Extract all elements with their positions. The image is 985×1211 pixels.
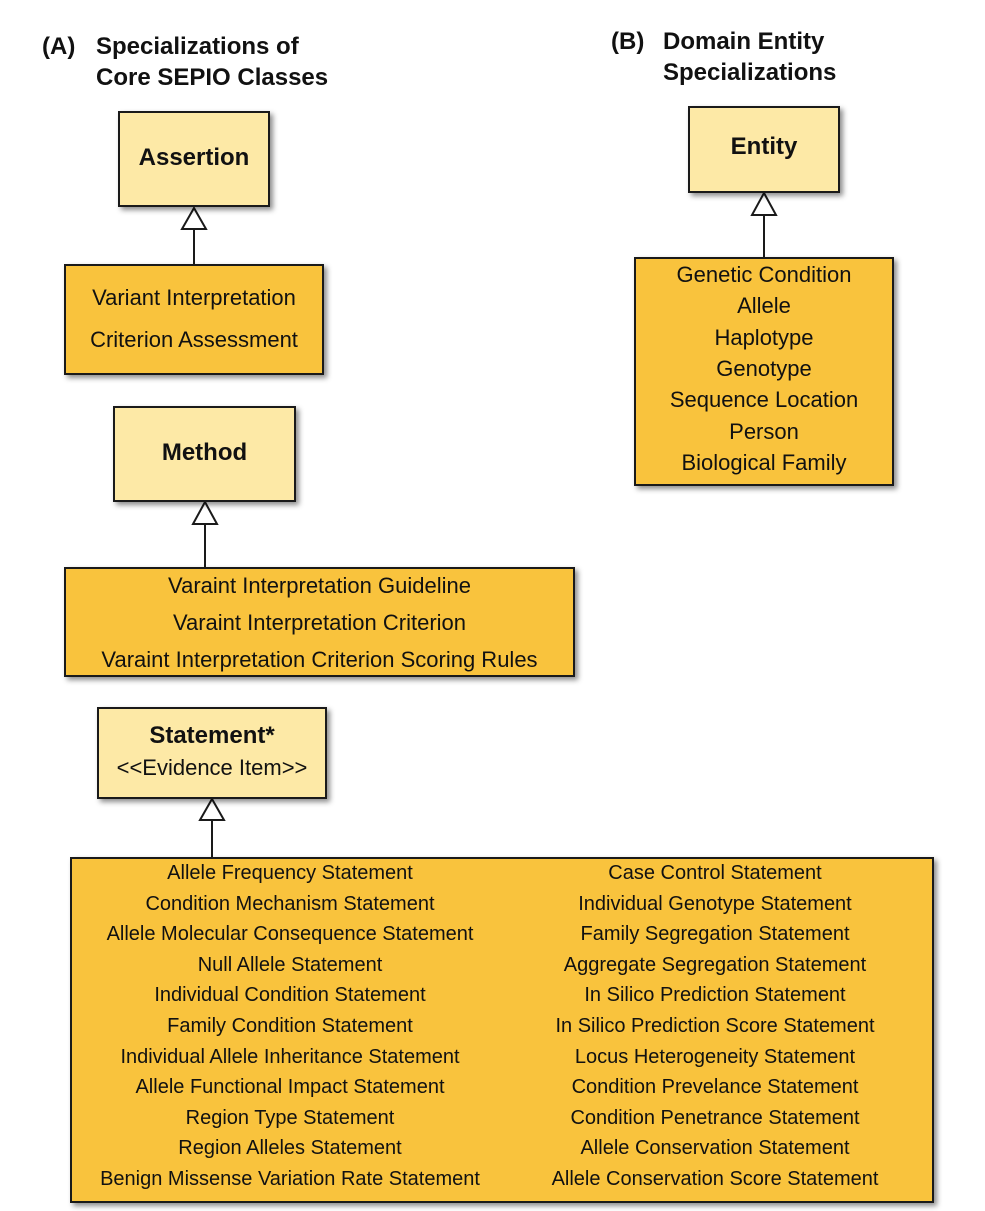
statement-subclass: Condition Mechanism Statement bbox=[145, 893, 435, 915]
section-a-title-line1: Specializations of bbox=[96, 33, 299, 60]
entity-arrowhead bbox=[750, 190, 778, 216]
entity-subclass: Genetic Condition bbox=[676, 262, 852, 287]
statement-subclass: Condition Penetrance Statement bbox=[570, 1107, 860, 1129]
assertion-subclass: Criterion Assessment bbox=[90, 327, 298, 352]
entity-subclasses-box: Genetic Condition Allele Haplotype Genot… bbox=[634, 257, 894, 486]
statement-subclass: Individual Allele Inheritance Statement bbox=[120, 1046, 460, 1068]
entity-subclass: Haplotype bbox=[714, 325, 814, 350]
statement-subclass: Individual Genotype Statement bbox=[578, 893, 852, 915]
entity-subclass: Biological Family bbox=[681, 450, 847, 475]
entity-subclass: Genotype bbox=[716, 356, 812, 381]
method-title: Method bbox=[161, 439, 248, 466]
entity-class-box: Entity bbox=[688, 106, 840, 193]
method-subclass: Varaint Interpretation Criterion Scoring… bbox=[101, 647, 538, 672]
method-subclass: Varaint Interpretation Guideline bbox=[168, 573, 471, 598]
statement-subclass: Allele Conservation Score Statement bbox=[551, 1168, 879, 1190]
section-a-title-line2: Core SEPIO Classes bbox=[96, 64, 329, 91]
entity-subclass: Sequence Location bbox=[669, 387, 859, 412]
statement-subclass: Locus Heterogeneity Statement bbox=[574, 1046, 856, 1068]
statement-subclasses-right-column: Case Control Statement Individual Genoty… bbox=[500, 859, 930, 1201]
section-a-tag: (A) bbox=[42, 33, 76, 60]
entity-title: Entity bbox=[730, 133, 798, 160]
entity-subclass: Person bbox=[729, 419, 799, 444]
statement-subclasses-box: Allele Frequency Statement Condition Mec… bbox=[70, 857, 934, 1203]
statement-subclass: Benign Missense Variation Rate Statement bbox=[100, 1168, 480, 1190]
statement-arrowhead bbox=[198, 796, 226, 821]
assertion-class-box: Assertion bbox=[118, 111, 270, 207]
statement-subclass: In Silico Prediction Statement bbox=[584, 984, 846, 1006]
statement-stereotype: <<Evidence Item>> bbox=[116, 755, 308, 780]
entity-subclass: Allele bbox=[737, 293, 791, 318]
section-b-title-line1: Domain Entity bbox=[663, 28, 825, 55]
statement-subclass: Region Alleles Statement bbox=[178, 1137, 402, 1159]
statement-subclass: Allele Functional Impact Statement bbox=[135, 1076, 445, 1098]
section-b-tag: (B) bbox=[611, 28, 645, 55]
assertion-subclasses-box: Variant Interpretation Criterion Assessm… bbox=[64, 264, 324, 375]
method-class-box: Method bbox=[113, 406, 296, 502]
statement-class-box: Statement* <<Evidence Item>> bbox=[97, 707, 327, 799]
statement-subclass: Region Type Statement bbox=[185, 1107, 395, 1129]
statement-subclass: Allele Frequency Statement bbox=[167, 862, 413, 884]
statement-subclass: Family Segregation Statement bbox=[580, 923, 850, 945]
assertion-subclass: Variant Interpretation bbox=[92, 285, 296, 310]
section-b-title-line2: Specializations bbox=[663, 59, 837, 86]
assertion-arrowhead bbox=[180, 205, 208, 230]
method-subclass: Varaint Interpretation Criterion bbox=[172, 610, 467, 635]
statement-subclass: Allele Conservation Statement bbox=[580, 1137, 850, 1159]
statement-subclass: Individual Condition Statement bbox=[154, 984, 426, 1006]
method-subclasses-box: Varaint Interpretation Guideline Varaint… bbox=[64, 567, 575, 677]
statement-subclass: Family Condition Statement bbox=[167, 1015, 413, 1037]
statement-subclass: Condition Prevelance Statement bbox=[571, 1076, 859, 1098]
statement-subclasses-left-column: Allele Frequency Statement Condition Mec… bbox=[72, 859, 508, 1201]
statement-subclass: Case Control Statement bbox=[608, 862, 822, 884]
method-arrowhead bbox=[191, 499, 219, 525]
assertion-title: Assertion bbox=[138, 144, 250, 171]
statement-subclass: Null Allele Statement bbox=[197, 954, 383, 976]
statement-subclass: Allele Molecular Consequence Statement bbox=[106, 923, 474, 945]
statement-subclass: In Silico Prediction Score Statement bbox=[555, 1015, 875, 1037]
statement-title: Statement* bbox=[149, 722, 275, 749]
statement-subclass: Aggregate Segregation Statement bbox=[563, 954, 867, 976]
